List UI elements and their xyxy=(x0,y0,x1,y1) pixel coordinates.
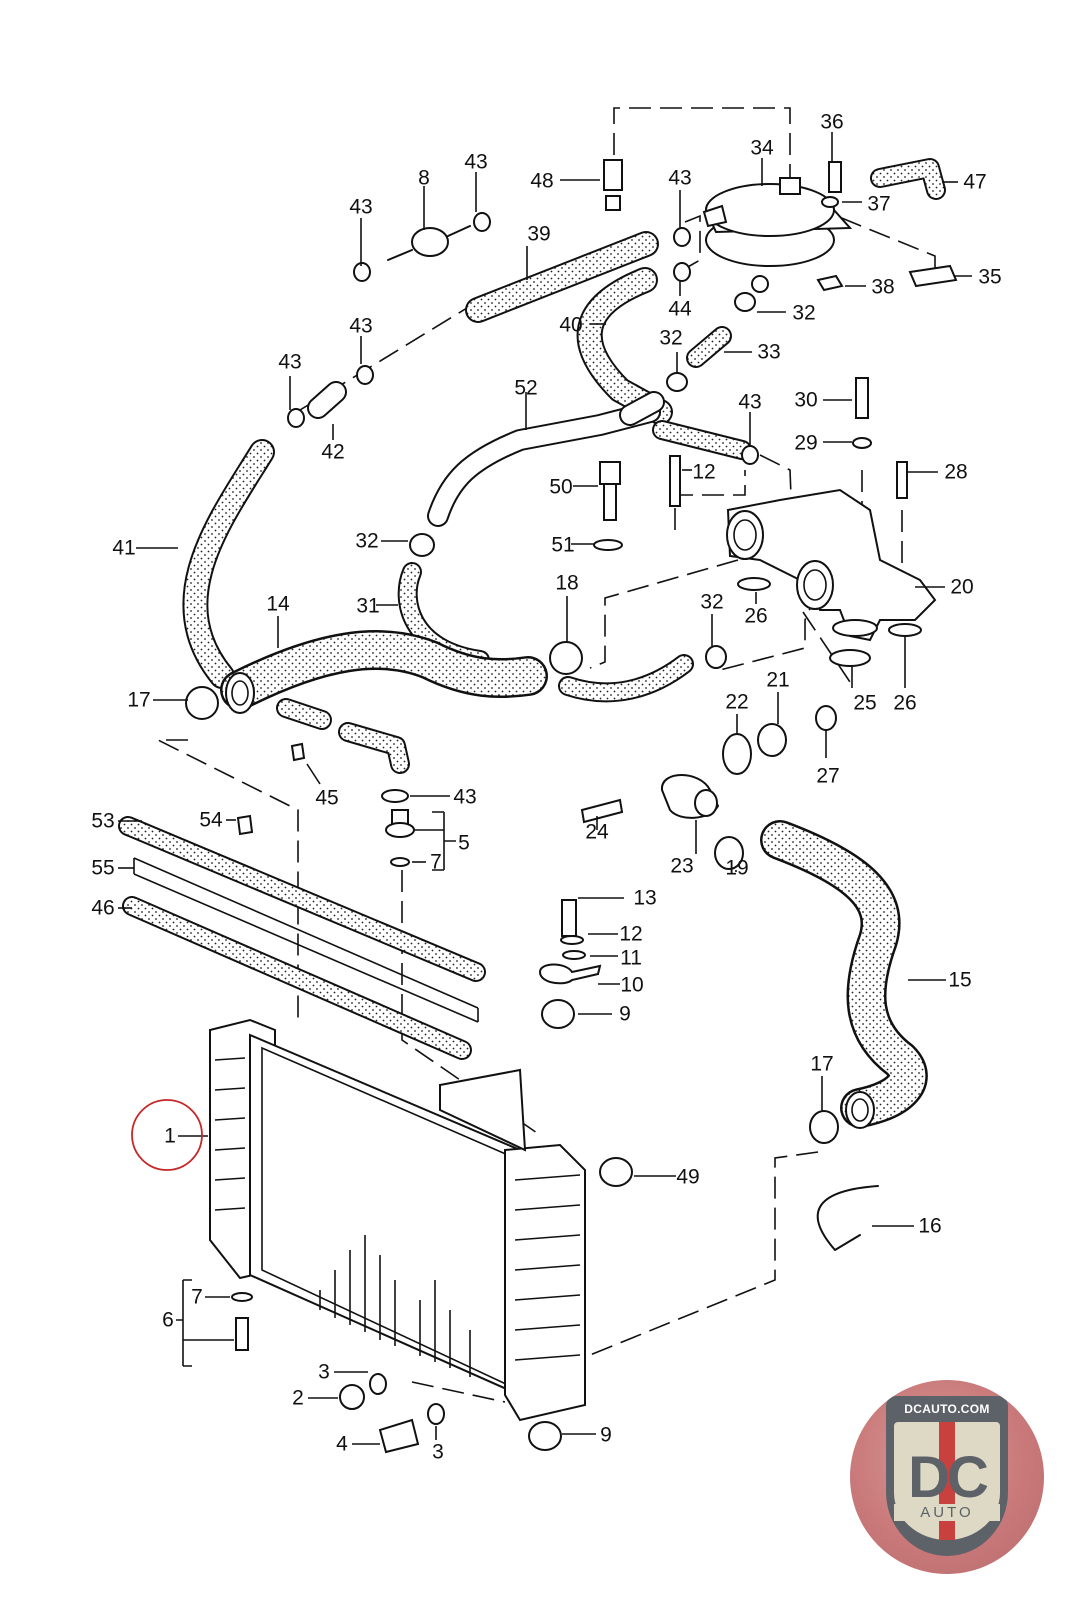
hose-39 xyxy=(465,231,659,323)
callout-54[interactable]: 54 xyxy=(199,808,223,832)
callout-16[interactable]: 16 xyxy=(918,1214,942,1238)
callout-15[interactable]: 15 xyxy=(948,968,972,992)
dc-auto-logo: DCAUTO.COM DC AUTO xyxy=(850,1380,1044,1574)
coolant-housing xyxy=(726,488,937,642)
callout-2[interactable]: 2 xyxy=(292,1386,304,1410)
callout-43[interactable]: 43 xyxy=(349,195,373,219)
callout-50[interactable]: 50 xyxy=(549,475,573,499)
callout-38[interactable]: 38 xyxy=(871,275,895,299)
callout-32[interactable]: 32 xyxy=(700,590,724,614)
callout-7[interactable]: 7 xyxy=(430,850,442,874)
callout-43[interactable]: 43 xyxy=(453,785,477,809)
callout-27[interactable]: 27 xyxy=(816,764,840,788)
y-pipe-52 xyxy=(427,391,752,527)
leader-lines xyxy=(118,132,972,1445)
small-parts xyxy=(185,159,958,1454)
callout-48[interactable]: 48 xyxy=(530,169,554,193)
callout-24[interactable]: 24 xyxy=(585,820,609,844)
callout-43[interactable]: 43 xyxy=(278,350,302,374)
callout-18[interactable]: 18 xyxy=(555,571,579,595)
expansion-tank xyxy=(702,177,853,293)
callout-32[interactable]: 32 xyxy=(792,301,816,325)
callout-17[interactable]: 17 xyxy=(127,688,151,712)
callout-53[interactable]: 53 xyxy=(91,809,115,833)
callout-3[interactable]: 3 xyxy=(432,1440,444,1464)
callout-25[interactable]: 25 xyxy=(853,691,877,715)
logo-auto-word: AUTO xyxy=(894,1504,1000,1521)
callout-10[interactable]: 10 xyxy=(620,973,644,997)
hose-32-short xyxy=(558,654,694,703)
callout-34[interactable]: 34 xyxy=(750,136,774,160)
callout-9[interactable]: 9 xyxy=(600,1423,612,1447)
callout-20[interactable]: 20 xyxy=(950,575,974,599)
callout-45[interactable]: 45 xyxy=(315,786,339,810)
callout-32[interactable]: 32 xyxy=(355,529,379,553)
callout-40[interactable]: 40 xyxy=(559,313,583,337)
callout-26[interactable]: 26 xyxy=(893,691,917,715)
callout-17[interactable]: 17 xyxy=(810,1052,834,1076)
callout-41[interactable]: 41 xyxy=(112,536,136,560)
callout-9[interactable]: 9 xyxy=(619,1002,631,1026)
callout-21[interactable]: 21 xyxy=(766,668,790,692)
callout-8[interactable]: 8 xyxy=(418,166,430,190)
callout-14[interactable]: 14 xyxy=(266,592,290,616)
callout-11[interactable]: 11 xyxy=(620,946,642,970)
callout-35[interactable]: 35 xyxy=(978,265,1002,289)
callout-7[interactable]: 7 xyxy=(191,1285,203,1309)
seal-strips xyxy=(118,816,486,1060)
callout-36[interactable]: 36 xyxy=(820,110,844,134)
callout-4[interactable]: 4 xyxy=(336,1432,348,1456)
hose-41 xyxy=(182,439,275,689)
callout-22[interactable]: 22 xyxy=(725,690,749,714)
callout-23[interactable]: 23 xyxy=(670,854,694,878)
callout-33[interactable]: 33 xyxy=(757,340,781,364)
logo-shield: DCAUTO.COM DC AUTO xyxy=(886,1396,1008,1556)
callout-26[interactable]: 26 xyxy=(744,604,768,628)
callout-3[interactable]: 3 xyxy=(318,1360,330,1384)
callout-30[interactable]: 30 xyxy=(794,388,818,412)
callout-43[interactable]: 43 xyxy=(349,314,373,338)
small-hoses-middle xyxy=(276,698,410,774)
callout-1-radiator[interactable]: 1 xyxy=(164,1124,176,1148)
callout-43[interactable]: 43 xyxy=(464,150,488,174)
callout-13[interactable]: 13 xyxy=(633,886,657,910)
callout-46[interactable]: 46 xyxy=(91,896,115,920)
callout-29[interactable]: 29 xyxy=(794,431,818,455)
hose-15 xyxy=(760,820,928,1129)
callout-12[interactable]: 12 xyxy=(619,922,643,946)
callout-44[interactable]: 44 xyxy=(668,297,692,321)
callout-12[interactable]: 12 xyxy=(692,460,716,484)
highlight-circle xyxy=(131,1099,203,1171)
callout-42[interactable]: 42 xyxy=(321,440,345,464)
callout-51[interactable]: 51 xyxy=(551,533,575,557)
hose-14 xyxy=(220,630,548,714)
callout-49[interactable]: 49 xyxy=(676,1165,700,1189)
logo-site-text: DCAUTO.COM xyxy=(904,1402,990,1416)
callout-31[interactable]: 31 xyxy=(356,594,380,618)
callout-55[interactable]: 55 xyxy=(91,856,115,880)
callout-43[interactable]: 43 xyxy=(738,390,762,414)
callout-47[interactable]: 47 xyxy=(963,170,987,194)
callout-28[interactable]: 28 xyxy=(944,460,968,484)
callout-43[interactable]: 43 xyxy=(668,166,692,190)
logo-dc-mark: DC xyxy=(908,1445,989,1510)
callout-39[interactable]: 39 xyxy=(527,222,551,246)
callout-37[interactable]: 37 xyxy=(867,192,891,216)
callout-52[interactable]: 52 xyxy=(514,376,538,400)
callout-32[interactable]: 32 xyxy=(659,326,683,350)
hose-33 xyxy=(686,326,732,368)
hose-47 xyxy=(870,158,946,200)
callout-19[interactable]: 19 xyxy=(725,856,749,880)
logo-shield-inner: DC AUTO xyxy=(894,1422,1000,1540)
callout-6[interactable]: 6 xyxy=(162,1308,174,1332)
radiator xyxy=(209,1018,586,1422)
callout-5[interactable]: 5 xyxy=(458,831,470,855)
